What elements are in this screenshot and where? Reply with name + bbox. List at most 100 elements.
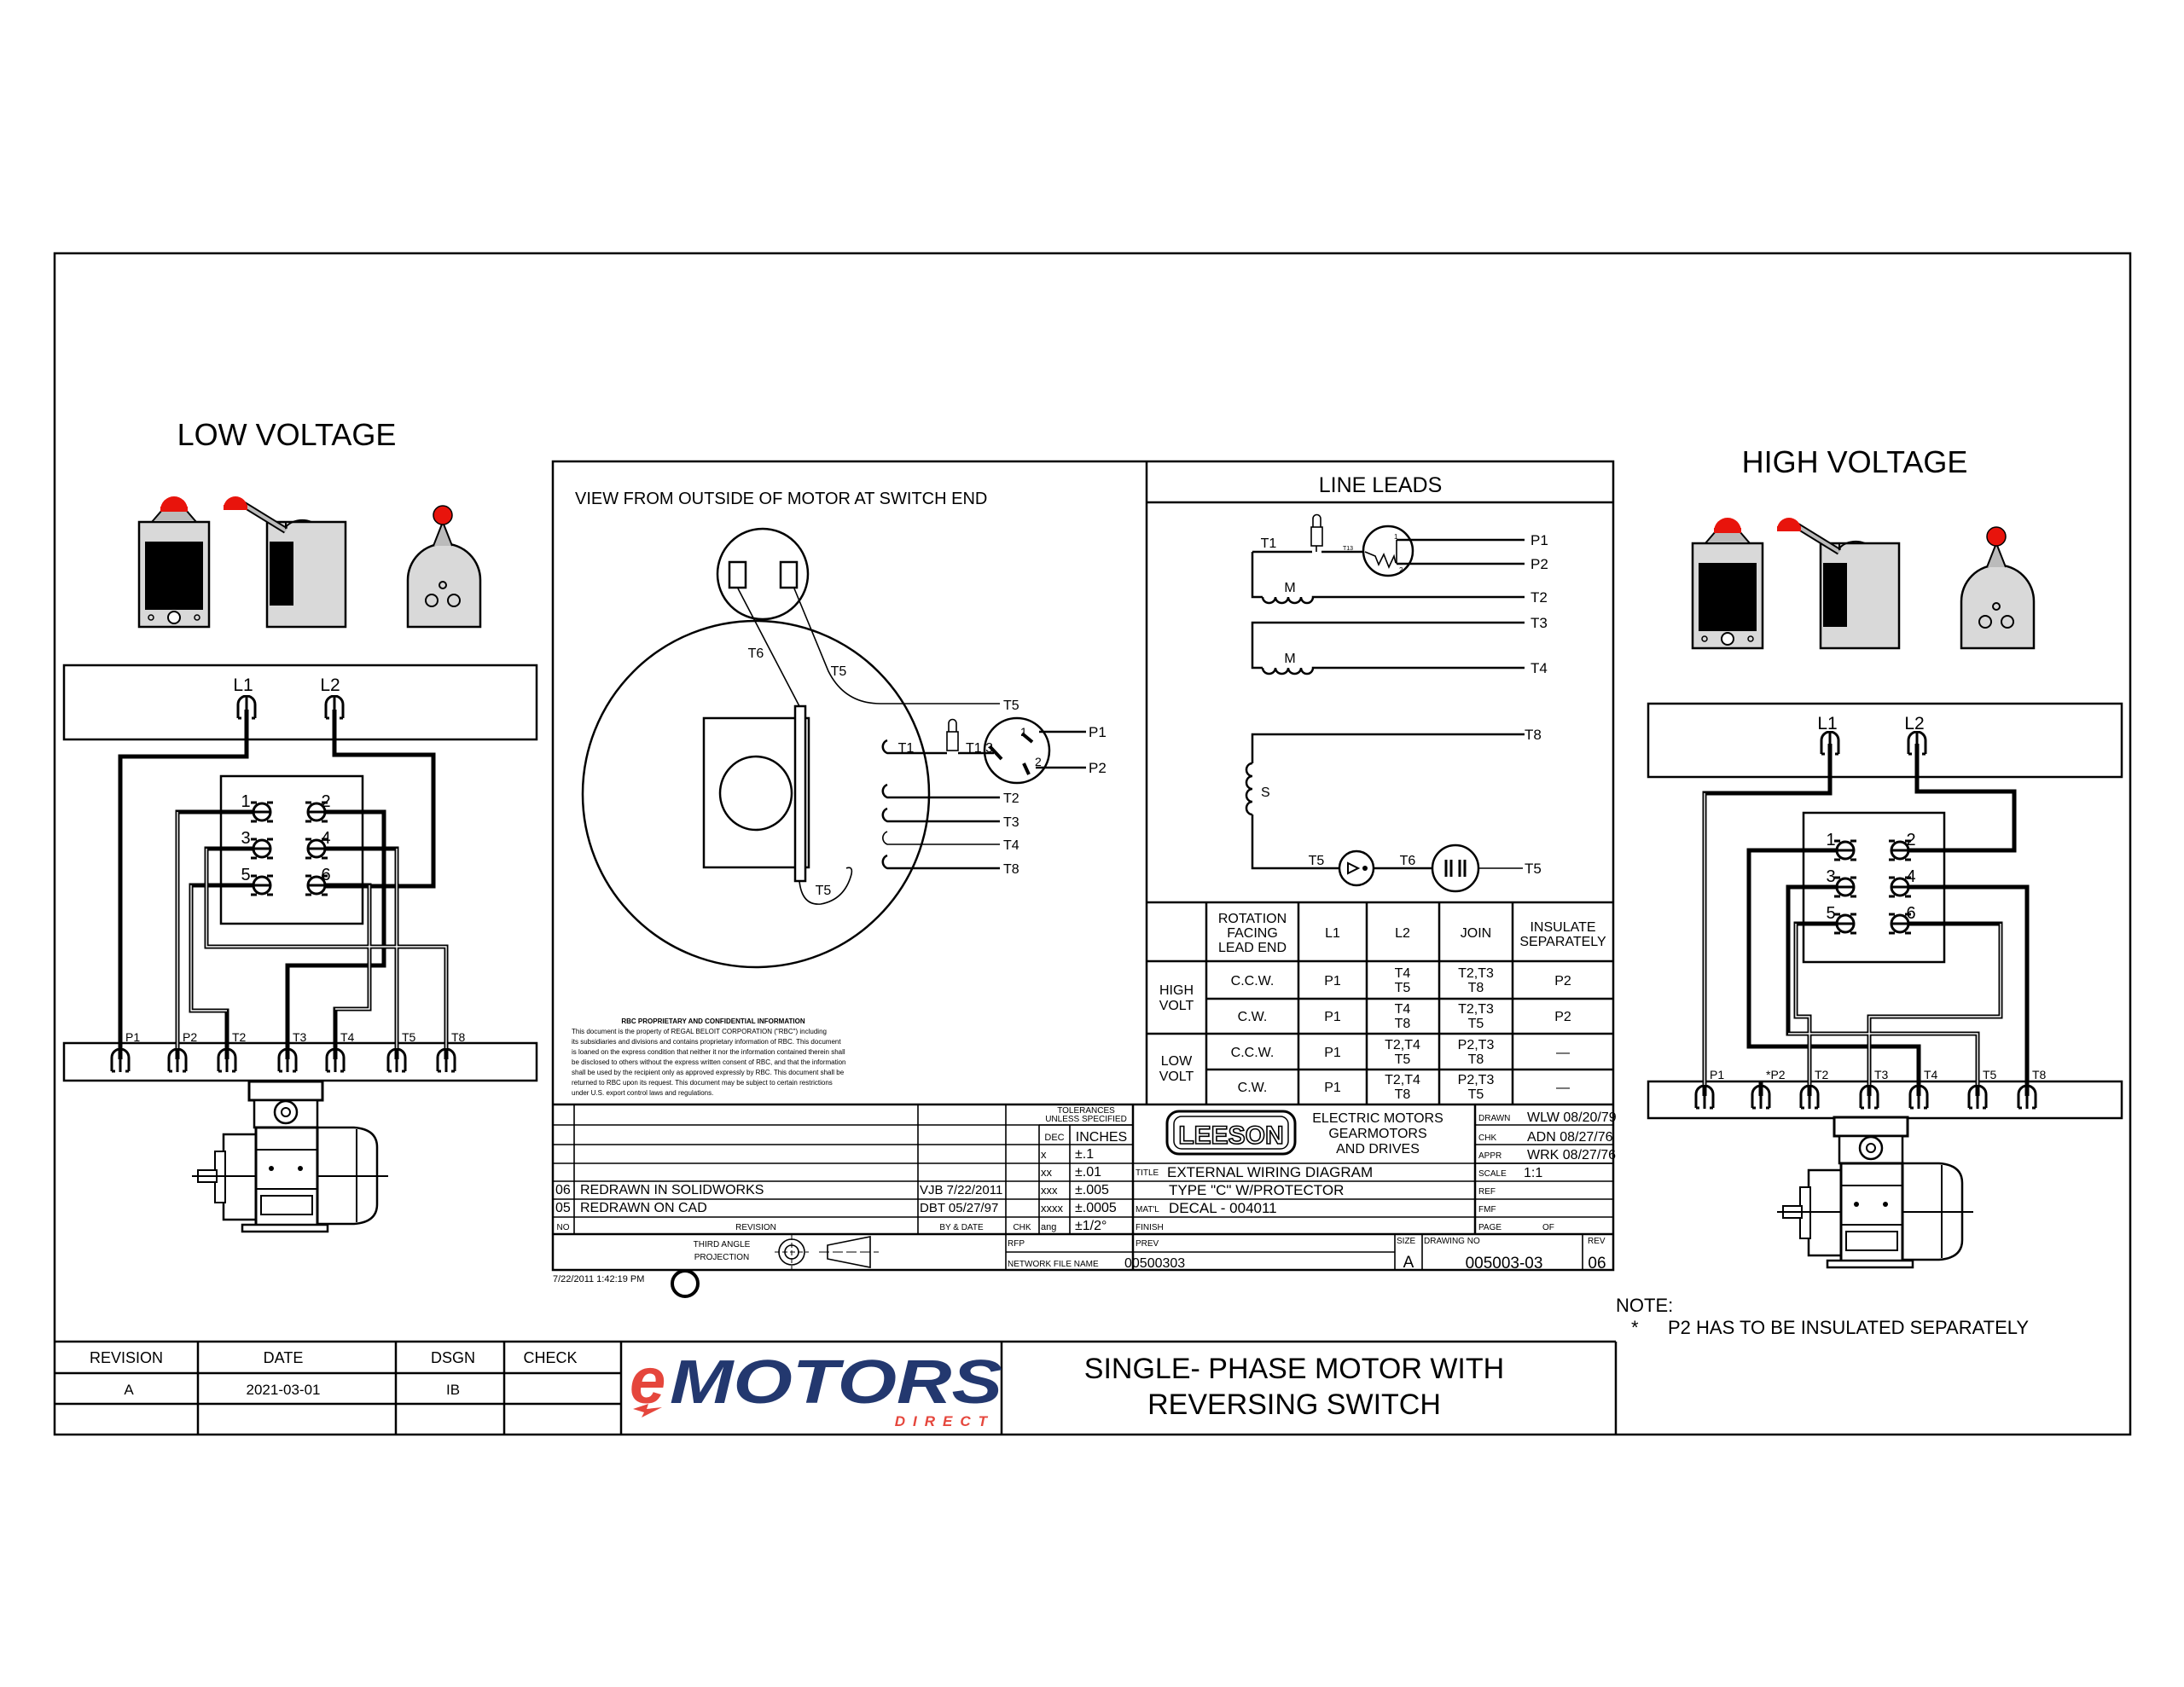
- company-line: GEARMOTORS: [1328, 1127, 1426, 1141]
- terminal-label: P1: [1710, 1068, 1724, 1081]
- approval-label: DRAWN: [1478, 1114, 1510, 1123]
- switch-number: 1: [1826, 831, 1835, 849]
- table-cell-rotation: C.W.: [1238, 1010, 1268, 1024]
- low-voltage-wires: [118, 710, 449, 1059]
- approval-label: APPR: [1478, 1151, 1502, 1161]
- switch-number: 5: [241, 866, 250, 884]
- confidential-line: shall be used by the recipient only as a…: [572, 1069, 845, 1076]
- terminal-p1-icon: [110, 1048, 131, 1074]
- tolerances-heading: TOLERANCES: [1057, 1106, 1115, 1116]
- table-cell-l2: T8: [1395, 1087, 1411, 1102]
- high-voltage-title: HIGH VOLTAGE: [1742, 444, 1968, 479]
- revision-text: REDRAWN IN SOLIDWORKS: [580, 1183, 764, 1197]
- switch-terminal-5-icon: [249, 874, 275, 896]
- line-label-l1: L1: [1817, 714, 1837, 733]
- table-cell-join: T5: [1468, 1087, 1484, 1102]
- revision-header: REVISION: [90, 1349, 163, 1366]
- drawing-no-label: DRAWING NO: [1424, 1237, 1480, 1246]
- table-cell-insulate: —: [1556, 1081, 1570, 1095]
- line-leads-schematic: [1245, 513, 1525, 893]
- terminal-p2-icon: [167, 1048, 188, 1074]
- pin-label: 1: [1394, 533, 1398, 541]
- table-cell-insulate: P2: [1554, 974, 1571, 988]
- third-angle-projection-icon: [775, 1235, 879, 1269]
- table-cell-l1: P1: [1324, 974, 1341, 988]
- wire-l1: [118, 710, 249, 1059]
- motor-icon: [190, 1080, 390, 1233]
- switch-terminals: [1833, 839, 1913, 935]
- table-cell-insulate: —: [1556, 1046, 1570, 1060]
- check-header: CHECK: [523, 1349, 577, 1366]
- prev-label: PREV: [1136, 1239, 1159, 1249]
- approval-label: REF: [1478, 1187, 1496, 1197]
- terminal-p1-icon: [1694, 1085, 1715, 1110]
- by-date-header: BY & DATE: [939, 1223, 984, 1232]
- table-cell-l1: P1: [1324, 1081, 1341, 1095]
- motor-terminal-box: [1647, 1080, 2123, 1120]
- wire-l2: [1907, 744, 2017, 853]
- switch-type-icons: [1693, 518, 2034, 648]
- terminal-label: T8: [451, 1030, 466, 1044]
- switch-number: 6: [1906, 904, 1915, 923]
- terminal-label: T3: [1874, 1068, 1889, 1081]
- winding-label: M: [1284, 581, 1295, 595]
- terminal-label: T2: [232, 1030, 247, 1044]
- terminal-t5-icon: [1967, 1085, 1988, 1110]
- lead-label: T4: [1003, 838, 1019, 853]
- table-cell-l2: T2,T4: [1385, 1073, 1420, 1087]
- table-header-join: JOIN: [1461, 926, 1491, 941]
- lead-label: T6: [1400, 854, 1416, 868]
- revision-value: A: [124, 1382, 134, 1398]
- sheet-title-line2: REVERSING SWITCH: [1147, 1388, 1441, 1421]
- switch-terminal-1-icon: [249, 801, 275, 823]
- tolerance-value: ±1/2°: [1075, 1219, 1107, 1233]
- wire-3: [1786, 884, 1980, 1096]
- lead-label: T13: [1343, 546, 1353, 552]
- switch-number: 2: [1906, 831, 1915, 849]
- switch-terminal-3-icon: [249, 838, 275, 860]
- switch-number: 3: [1826, 867, 1835, 886]
- matl-label: MAT'L: [1136, 1205, 1159, 1215]
- approval-label: CHK: [1478, 1133, 1496, 1143]
- of-label: OF: [1542, 1223, 1554, 1232]
- lead-label: T2: [1003, 791, 1019, 806]
- revision-no: 05: [555, 1201, 571, 1215]
- drawing-title: EXTERNAL WIRING DIAGRAM: [1167, 1164, 1373, 1180]
- lead-label: T5: [1003, 699, 1019, 713]
- wire-2: [285, 809, 386, 1059]
- drawing-subtitle: TYPE "C" W/PROTECTOR: [1169, 1182, 1344, 1198]
- matl-value: DECAL - 004011: [1169, 1200, 1277, 1216]
- table-cell-l2: T8: [1395, 1017, 1411, 1031]
- emotors-direct-logo: e MOTORS DIRECT: [630, 1345, 1002, 1429]
- table-cell-l2: T2,T4: [1385, 1038, 1420, 1052]
- approval-label: FMF: [1478, 1205, 1496, 1215]
- lead-label: P1: [1531, 532, 1548, 548]
- lead-label: T5: [1309, 854, 1325, 868]
- terminal-t4-icon: [325, 1048, 346, 1074]
- lead-label: T5: [1525, 861, 1542, 877]
- revision-header: REVISION: [735, 1223, 776, 1232]
- terminal-label: T3: [293, 1030, 307, 1044]
- table-cell-l2: T5: [1395, 1052, 1411, 1067]
- confidential-heading: RBC PROPRIETARY AND CONFIDENTIAL INFORMA…: [621, 1017, 804, 1025]
- tolerance-value: ±.005: [1075, 1183, 1109, 1197]
- terminal-p2-icon: [1751, 1085, 1771, 1110]
- note-label: NOTE:: [1616, 1295, 1673, 1316]
- date-header: DATE: [264, 1349, 304, 1366]
- line-label-l2: L2: [1904, 714, 1924, 733]
- winding-label: S: [1261, 786, 1270, 800]
- confidential-line: returned to RBC upon its request. This d…: [572, 1079, 833, 1087]
- lead-label: T1: [1261, 536, 1277, 551]
- size-value: A: [1403, 1254, 1414, 1272]
- lead-label: T5: [816, 884, 832, 898]
- wire-l2: [322, 710, 436, 889]
- terminal-t3-icon: [277, 1048, 298, 1074]
- line-terminal-box: [1647, 702, 2123, 779]
- terminal-t4-icon: [1908, 1085, 1929, 1110]
- terminal-label: T5: [1983, 1068, 1997, 1081]
- drawing-frame: [551, 460, 1615, 1272]
- drawing-number: 005003-03: [1466, 1255, 1543, 1272]
- lead-label: T1: [898, 741, 915, 756]
